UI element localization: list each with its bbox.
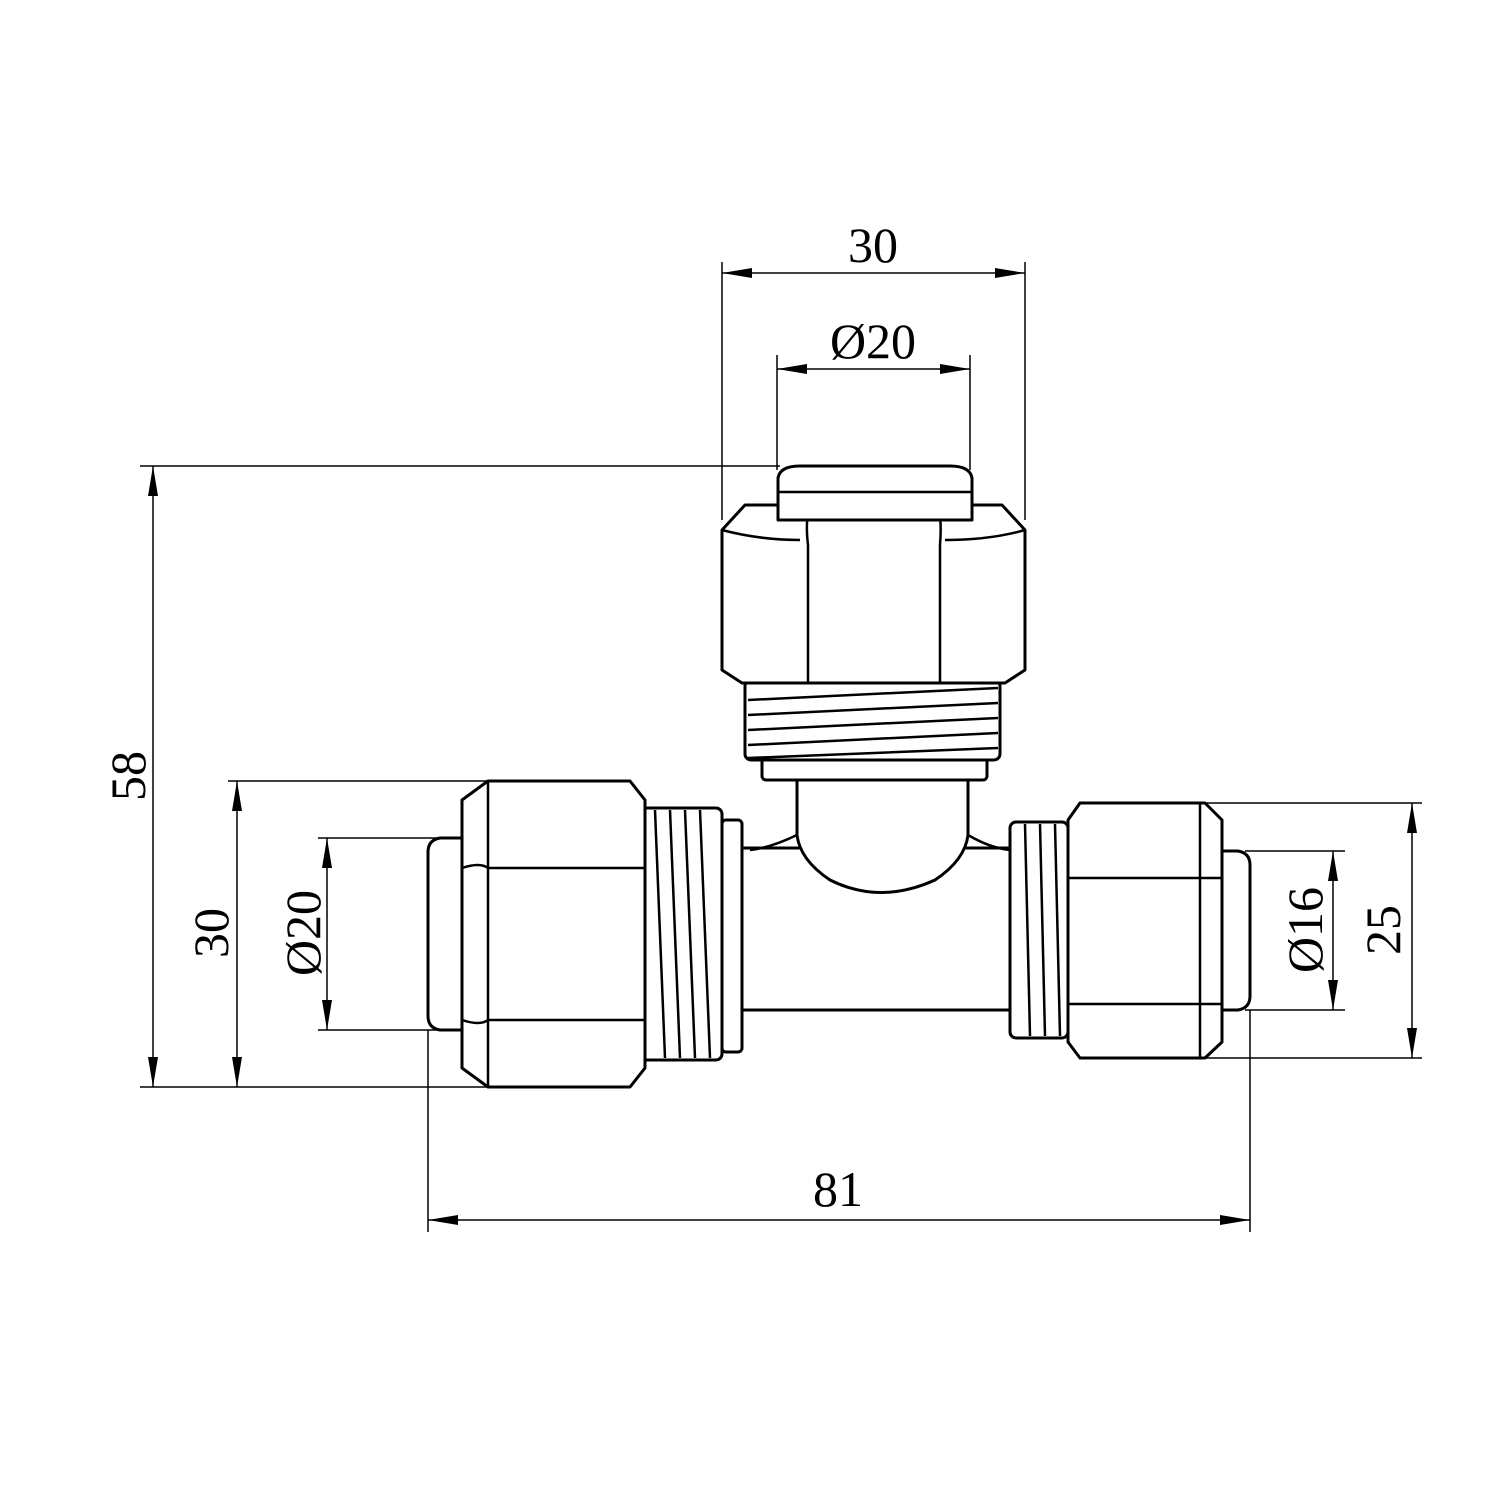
- branch-neck: [795, 778, 970, 894]
- dim-right-nut-width: 25: [1355, 905, 1411, 955]
- dim-top-pipe-diameter: Ø20: [830, 313, 916, 369]
- dim-left-pipe-diameter: Ø20: [275, 890, 331, 976]
- branch-thread: [743, 678, 1002, 762]
- dim-overall-height: 58: [100, 751, 156, 801]
- dimensions: 30 Ø20 58 30 Ø20 25 Ø16 81: [100, 217, 1422, 1232]
- dim-left-nut-width: 30: [183, 908, 239, 958]
- left-thread: [638, 806, 744, 1062]
- fitting-body: [426, 464, 1252, 1089]
- dim-top-nut-width: 30: [848, 217, 898, 273]
- dim-right-pipe-diameter: Ø16: [1277, 887, 1333, 973]
- left-hex-nut: [460, 779, 647, 1089]
- right-thread: [1008, 820, 1070, 1040]
- right-cap: [1220, 849, 1252, 1012]
- left-cap: [426, 836, 464, 1032]
- branch-hex-nut: [720, 503, 1027, 685]
- right-hex-nut: [1066, 801, 1224, 1060]
- dim-overall-length: 81: [813, 1161, 863, 1217]
